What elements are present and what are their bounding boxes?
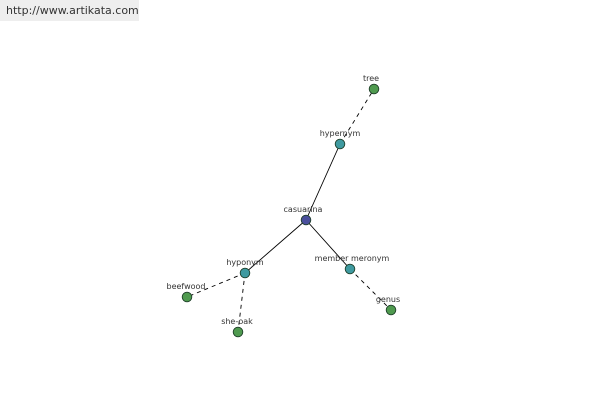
node-circle-genus[interactable] — [385, 304, 397, 316]
node-label-beefwood[interactable]: beefwood — [166, 282, 205, 291]
node-circle-tree[interactable] — [368, 83, 380, 95]
node-genus[interactable]: genus — [376, 295, 400, 316]
graph-nodes: casuarina hypernym tree hyponym beefwood she-… — [166, 74, 400, 338]
node-circle-member-meronym[interactable] — [344, 263, 356, 275]
node-member-meronym[interactable]: member meronym — [315, 254, 390, 275]
url-banner: http://www.artikata.com — [0, 0, 139, 21]
node-hypernym[interactable]: hypernym — [320, 129, 361, 150]
site-url-link[interactable]: http://www.artikata.com — [6, 4, 139, 17]
node-label-hypernym[interactable]: hypernym — [320, 129, 361, 138]
edge-hypernym-tree — [339, 88, 375, 145]
node-circle-hypernym[interactable] — [334, 138, 346, 150]
node-label-casuarina[interactable]: casuarina — [284, 205, 323, 214]
node-she-oak[interactable]: she-oak — [221, 317, 253, 338]
node-label-genus[interactable]: genus — [376, 295, 400, 304]
node-label-tree[interactable]: tree — [363, 74, 379, 83]
graph-edges — [186, 88, 392, 333]
node-hyponym[interactable]: hyponym — [226, 258, 264, 279]
node-circle-casuarina[interactable] — [300, 214, 312, 226]
edge-casuarina-member-meronym — [305, 219, 351, 270]
node-casuarina[interactable]: casuarina — [284, 205, 323, 226]
edge-casuarina-hypernym — [305, 143, 341, 221]
node-circle-beefwood[interactable] — [181, 291, 193, 303]
edge-hyponym-she-oak — [237, 272, 246, 333]
node-label-she-oak[interactable]: she-oak — [221, 317, 253, 326]
edge-casuarina-hyponym — [244, 219, 307, 274]
node-label-member-meronym[interactable]: member meronym — [315, 254, 390, 263]
edge-member-meronym-genus — [349, 268, 392, 311]
node-circle-hyponym[interactable] — [239, 267, 251, 279]
node-beefwood[interactable]: beefwood — [166, 282, 206, 303]
node-tree[interactable]: tree — [363, 74, 380, 95]
node-circle-she-oak[interactable] — [232, 326, 244, 338]
node-label-hyponym[interactable]: hyponym — [226, 258, 264, 267]
edge-hyponym-beefwood — [186, 272, 246, 298]
